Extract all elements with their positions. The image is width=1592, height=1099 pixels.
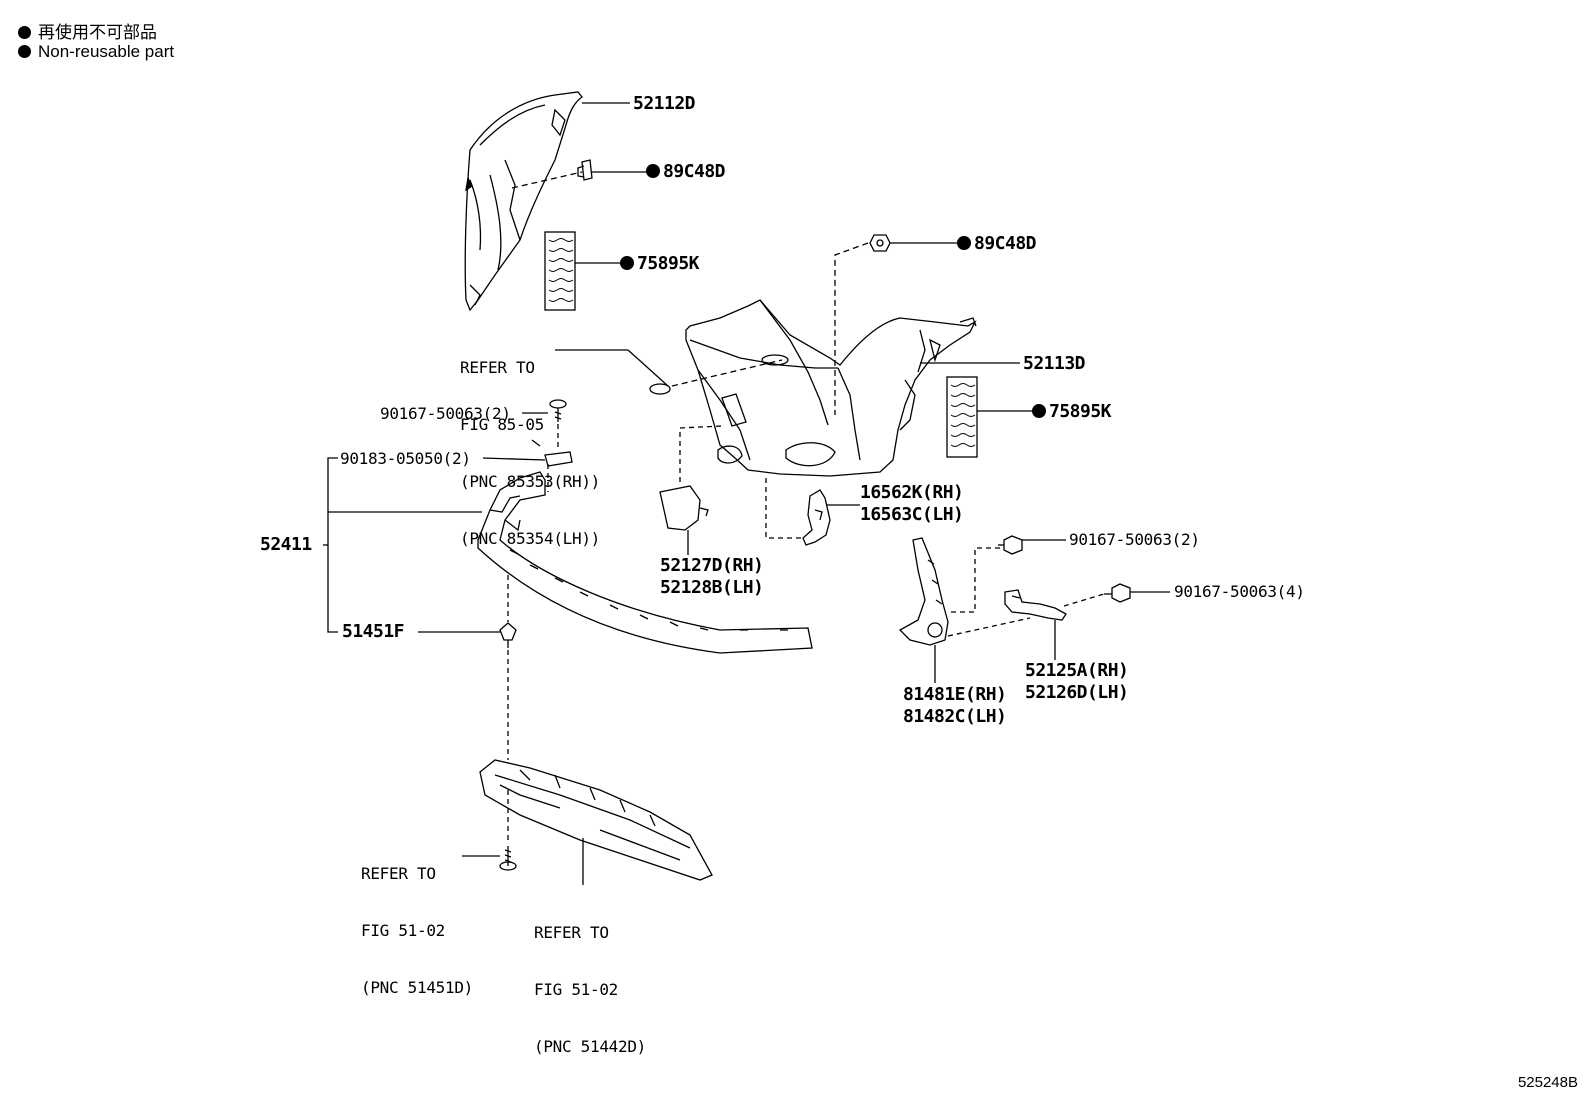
part-undercover-drawing xyxy=(479,759,713,881)
part-75895K-pad-drawing-left xyxy=(544,231,576,311)
label-81481E[interactable]: 81481E(RH) xyxy=(903,684,1007,705)
part-89C48D-nut-drawing xyxy=(869,234,891,252)
non-reusable-dot-icon xyxy=(18,45,31,58)
part-52127D-cover-drawing xyxy=(659,485,709,531)
part-90167-screw-drawing-c xyxy=(1104,583,1131,603)
part-75895K-pad-drawing-right xyxy=(946,376,978,458)
non-reusable-dot-icon xyxy=(620,256,634,270)
label-90167-50063-2a[interactable]: 90167-50063(2) xyxy=(380,404,511,423)
label-81482C[interactable]: 81482C(LH) xyxy=(903,706,1007,727)
part-16562K-bracket-drawing xyxy=(802,489,831,546)
part-90167-screw-drawing-a xyxy=(549,399,567,422)
label-90183-05050[interactable]: 90183-05050(2) xyxy=(340,449,471,468)
non-reusable-dot-icon xyxy=(18,26,31,39)
label-16563C[interactable]: 16563C(LH) xyxy=(860,504,964,525)
part-51451F-clip-drawing xyxy=(499,622,517,648)
label-16562K[interactable]: 16562K(RH) xyxy=(860,482,964,503)
label-51451F[interactable]: 51451F xyxy=(342,621,405,642)
non-reusable-dot-icon xyxy=(646,164,660,178)
label-52411[interactable]: 52411 xyxy=(260,534,312,555)
label-89C48D-b[interactable]: 89C48D xyxy=(957,234,1037,254)
non-reusable-dot-icon xyxy=(1032,404,1046,418)
legend-line-jp: 再使用不可部品 xyxy=(18,18,157,43)
illustration-code: 525248B xyxy=(1517,1074,1578,1091)
part-90167-screw-drawing-b xyxy=(998,535,1023,555)
part-81481E-bezel-drawing xyxy=(898,537,949,646)
label-75895K-b[interactable]: 75895K xyxy=(1032,402,1112,422)
refer-fig-85-05[interactable]: REFER TO FIG 85-05 (PNC 85353(RH)) (PNC … xyxy=(460,358,600,548)
part-bumper-cover-drawing xyxy=(685,299,977,477)
label-75895K-a[interactable]: 75895K xyxy=(620,254,700,274)
label-52125A[interactable]: 52125A(RH) xyxy=(1025,660,1129,681)
part-52112D-drawing xyxy=(464,91,583,312)
non-reusable-dot-icon xyxy=(957,236,971,250)
label-52126D[interactable]: 52126D(LH) xyxy=(1025,682,1129,703)
label-52112D[interactable]: 52112D xyxy=(633,93,696,114)
refer-fig-51-02-a[interactable]: REFER TO FIG 51-02 (PNC 51451D) xyxy=(361,864,473,997)
refer-fig-51-02-b[interactable]: REFER TO FIG 51-02 (PNC 51442D) xyxy=(534,923,646,1056)
legend-line-en: Non-reusable part xyxy=(18,42,174,62)
label-90167-50063-2b[interactable]: 90167-50063(2) xyxy=(1069,530,1200,549)
part-90183-clip-drawing xyxy=(531,439,573,467)
label-52128B[interactable]: 52128B(LH) xyxy=(660,577,764,598)
part-52125A-bracket-drawing xyxy=(1004,589,1067,621)
part-51451D-screw-drawing xyxy=(499,846,517,871)
part-89C48D-clip-drawing xyxy=(577,159,593,181)
part-52411-reinforcement-drawing xyxy=(477,471,813,654)
label-90167-50063-4[interactable]: 90167-50063(4) xyxy=(1174,582,1305,601)
label-52127D[interactable]: 52127D(RH) xyxy=(660,555,764,576)
label-52113D[interactable]: 52113D xyxy=(1023,353,1086,374)
label-89C48D-a[interactable]: 89C48D xyxy=(646,162,726,182)
